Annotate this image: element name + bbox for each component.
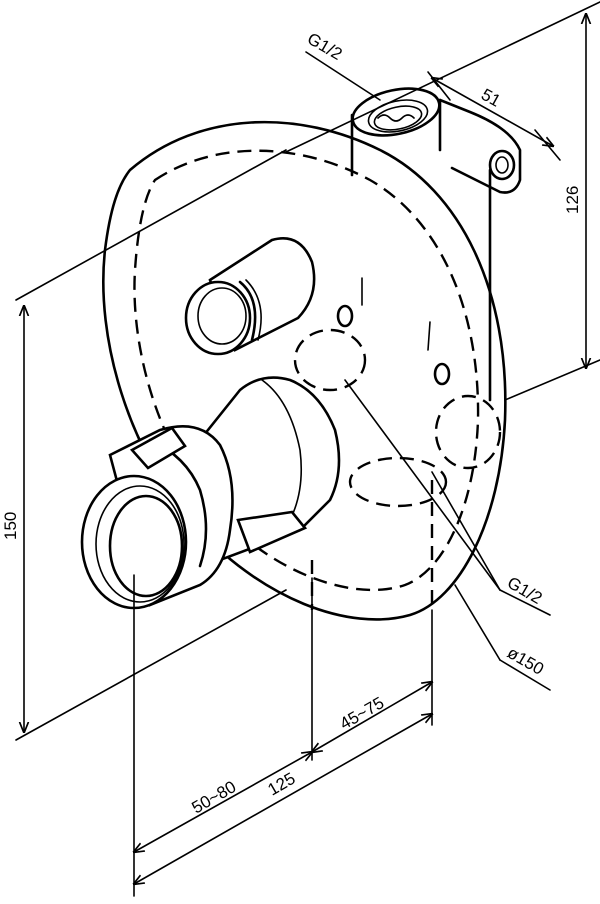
dim-51: 51	[427, 71, 561, 161]
outlet-ports	[293, 328, 502, 610]
dim-126-label: 126	[563, 186, 582, 214]
dim-150-label: 150	[1, 512, 20, 540]
dim-bottom: 45~75 50~80 125	[134, 574, 432, 897]
dim-45-75-label: 45~75	[337, 693, 388, 733]
diverter-knob	[184, 237, 316, 356]
plate-diameter-label: ø150	[504, 643, 547, 679]
screw-holes	[336, 277, 451, 386]
dim-125-label: 125	[265, 769, 299, 800]
callout-inlet: G1/2	[304, 29, 381, 101]
dim-126: 126	[285, 1, 600, 401]
main-handle	[80, 376, 341, 610]
dim-150: 150	[1, 149, 287, 741]
inlet-thread-label: G1/2	[304, 29, 345, 64]
dim-50-80-label: 50~80	[189, 777, 240, 817]
callout-outlets: G1/2	[344, 379, 551, 616]
